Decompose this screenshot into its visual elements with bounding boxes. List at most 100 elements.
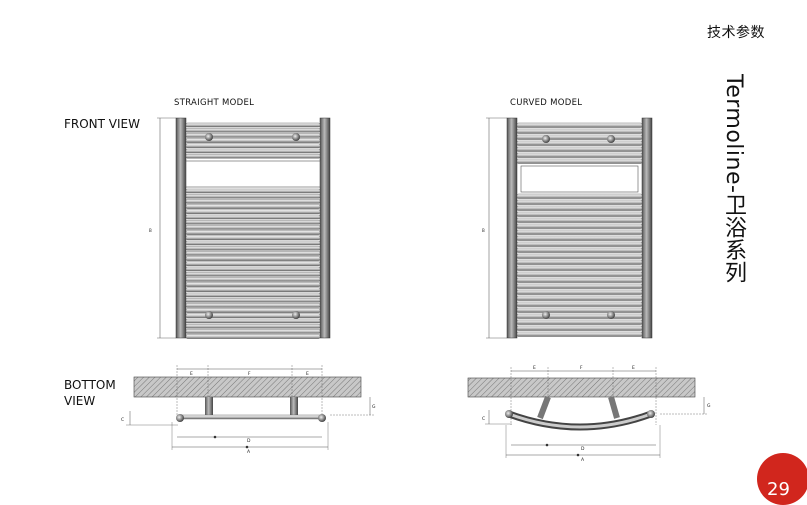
dim-c-label: C — [121, 417, 124, 423]
dim-e-label: E — [533, 365, 536, 371]
series-title: Termoline-卫浴系列 — [721, 74, 746, 284]
heating-bar — [185, 308, 321, 313]
bracket-knob — [205, 133, 213, 141]
heating-bar — [516, 271, 643, 277]
heating-bar — [516, 241, 643, 247]
page-number-badge: 29 — [757, 453, 807, 505]
heating-bar — [516, 307, 643, 313]
page-number: 29 — [767, 479, 790, 500]
front-view-label: FRONT VIEW — [64, 117, 141, 131]
heating-bar — [185, 324, 321, 329]
heating-bar — [516, 217, 643, 223]
heating-bar — [516, 277, 643, 283]
heating-bar — [516, 223, 643, 229]
heating-bar — [516, 247, 643, 253]
dim-e-label: E — [632, 365, 635, 371]
heating-bar — [185, 188, 321, 194]
heating-bar — [516, 283, 643, 289]
heating-bar — [516, 134, 643, 140]
dim-g-label: G — [372, 404, 376, 410]
dim-f-label: F — [248, 371, 251, 377]
heating-bar — [516, 193, 643, 199]
dim-c-label: C — [482, 416, 485, 422]
straight-model-label: STRAIGHT MODEL — [174, 98, 255, 108]
heating-bar — [185, 214, 321, 220]
towel-gap — [520, 165, 639, 193]
right-post — [641, 117, 653, 339]
heating-bar — [185, 240, 321, 246]
heating-bar — [516, 229, 643, 235]
left-post — [175, 117, 187, 339]
heating-bar — [185, 143, 321, 149]
heating-bar — [185, 193, 321, 199]
curved-model-label: CURVED MODEL — [510, 98, 583, 108]
heating-bar — [185, 122, 321, 128]
heating-bar — [185, 133, 321, 138]
heating-bar — [516, 313, 643, 319]
heating-bar — [516, 265, 643, 271]
heating-bar — [185, 256, 321, 261]
heating-bar — [185, 245, 321, 251]
curved-bottom-view — [467, 367, 708, 458]
heating-bar — [516, 289, 643, 295]
bracket-knob — [542, 311, 550, 319]
dim-a-label: A — [581, 457, 585, 463]
heating-bar — [185, 230, 321, 235]
heating-bar — [185, 204, 321, 209]
heating-bar — [185, 138, 321, 143]
heating-bar — [185, 287, 321, 292]
dim-d-label: D — [581, 446, 585, 452]
dim-d-label: D — [247, 438, 251, 444]
bottom-view-label: BOTTOM VIEW — [64, 377, 116, 409]
technical-drawing: B B E F E G C D A E F E G C D A — [121, 117, 711, 463]
bottom-view-label-line2: VIEW — [64, 394, 96, 408]
heating-bar — [185, 272, 321, 277]
heating-bar — [185, 261, 321, 266]
heating-bar — [516, 199, 643, 205]
dim-e-label: E — [306, 371, 309, 377]
dim-f-label: F — [580, 365, 583, 371]
heating-bar — [516, 122, 643, 128]
heating-bar — [185, 148, 321, 154]
heating-bar — [516, 301, 643, 307]
heating-bar — [185, 266, 321, 272]
dim-height-label-curved: B — [482, 228, 485, 233]
heating-bar — [516, 331, 643, 337]
heating-bar — [185, 225, 321, 230]
wall-section — [467, 377, 696, 398]
bottom-view-label-line1: BOTTOM — [64, 378, 116, 392]
heating-bar — [516, 146, 643, 152]
bracket-knob — [607, 135, 615, 143]
heating-bar — [185, 313, 321, 318]
heating-bar — [516, 253, 643, 259]
towel-gap — [185, 160, 321, 188]
bracket-knob — [205, 311, 213, 319]
heating-bar — [516, 295, 643, 301]
heating-bar — [185, 329, 321, 334]
heating-bar — [185, 334, 321, 339]
straight-front-view — [157, 117, 331, 339]
heating-bar — [185, 303, 321, 308]
dim-e-label: E — [190, 371, 193, 377]
heating-bar — [185, 209, 321, 215]
heating-bar — [516, 140, 643, 146]
wall-section — [133, 376, 362, 398]
heating-bar — [185, 251, 321, 256]
heating-bar — [516, 128, 643, 134]
heating-bar — [185, 127, 321, 133]
left-post — [506, 117, 518, 339]
page-header-title: 技术参数 — [707, 25, 765, 41]
dim-g-label: G — [707, 403, 711, 409]
heating-bar — [185, 153, 321, 159]
curved-front-view — [486, 117, 653, 339]
heating-bar — [185, 298, 321, 303]
straight-bottom-view — [126, 365, 375, 450]
heating-bar — [516, 259, 643, 265]
dim-a-label: A — [247, 449, 251, 455]
heating-bar — [516, 319, 643, 325]
bracket-knob — [542, 135, 550, 143]
bracket-knob — [292, 133, 300, 141]
heating-bar — [516, 205, 643, 211]
heating-bar — [185, 277, 321, 282]
heating-bar — [516, 235, 643, 241]
